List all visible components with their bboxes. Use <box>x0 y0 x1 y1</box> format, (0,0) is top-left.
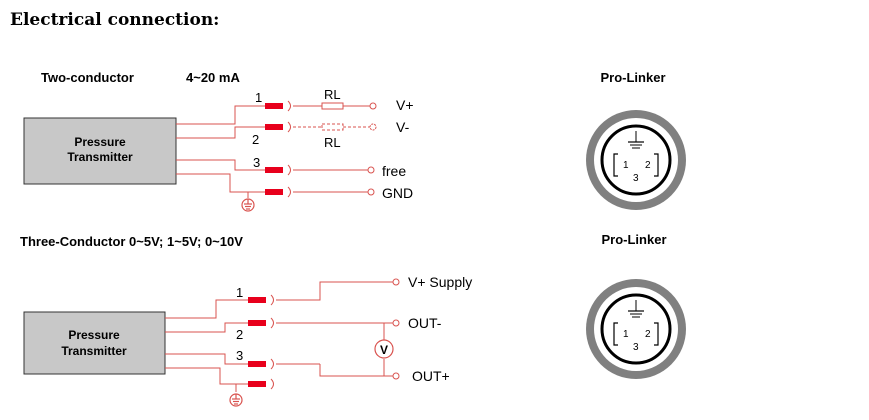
diagram2-pin2: 2 <box>236 327 243 342</box>
connector1-pin2: 2 <box>645 160 651 171</box>
connector2-pin3: 3 <box>633 342 639 353</box>
diagram2-connector-title: Pro-Linker <box>601 232 666 247</box>
diagram1-heading: Two-conductor <box>41 70 134 85</box>
resistor-rl <box>321 102 344 110</box>
diagram1-sockets <box>287 100 291 198</box>
diagram1-term-vminus: V- <box>396 119 410 135</box>
connector-face-1: 1 2 3 <box>586 110 686 210</box>
diagram2-heading: Three-Conductor 0~5V; 1~5V; 0~10V <box>20 234 243 249</box>
connector1-pin3: 3 <box>633 173 639 184</box>
connector2-pin1: 1 <box>623 329 629 340</box>
diagram1-pin3: 3 <box>253 155 260 170</box>
ground-icon <box>241 198 255 212</box>
connector2-pin2: 2 <box>645 329 651 340</box>
page-title: Electrical connection: <box>10 10 220 30</box>
connector1-pin1: 1 <box>623 160 629 171</box>
diagram1-dashed-wire <box>293 123 370 131</box>
diagram2-terminals <box>392 278 400 380</box>
diagram1-term-gnd: GND <box>382 185 413 201</box>
diagram1-rl-bottom: RL <box>324 135 341 150</box>
voltmeter-label: V <box>380 343 388 357</box>
diagram2-term-outminus: OUT- <box>408 315 442 331</box>
diagram1-plugs <box>265 103 283 195</box>
diagram2-pin3: 3 <box>236 348 243 363</box>
diagram1-range: 4~20 mA <box>186 70 240 85</box>
transmitter-box-1-line1: Pressure <box>74 135 126 149</box>
diagram1-pin1: 1 <box>255 90 262 105</box>
diagram1-connector-title: Pro-Linker <box>600 70 665 85</box>
connector-face-2: 1 2 3 <box>586 279 686 379</box>
diagram2-wires <box>165 281 393 392</box>
diagram2-term-vplus: V+ Supply <box>408 274 472 290</box>
transmitter-box-2 <box>23 311 166 375</box>
diagram1-rl-top: RL <box>324 87 341 102</box>
diagram1-pin2: 2 <box>252 132 259 147</box>
diagram1-term-vplus: V+ <box>396 97 414 113</box>
transmitter-box-2-line1: Pressure <box>68 328 120 342</box>
diagram1-terminals <box>367 102 377 196</box>
diagram2-plugs <box>248 297 266 387</box>
transmitter-box-1 <box>23 117 177 185</box>
diagram1-term-free: free <box>382 163 406 179</box>
diagram2-pin1: 1 <box>236 285 243 300</box>
transmitter-box-2-line2: Transmitter <box>61 344 127 358</box>
transmitter-box-1-line2: Transmitter <box>67 150 133 164</box>
ground-icon-2 <box>229 393 243 407</box>
two-conductor-diagram: Two-conductor 4~20 mA Pressure Transmitt… <box>23 70 686 212</box>
voltmeter-icon <box>374 339 394 359</box>
three-conductor-diagram: Three-Conductor 0~5V; 1~5V; 0~10V Pressu… <box>20 232 686 407</box>
diagram2-term-outplus: OUT+ <box>412 368 450 384</box>
diagram2-sockets <box>270 294 274 390</box>
diagram1-wires <box>176 105 370 198</box>
